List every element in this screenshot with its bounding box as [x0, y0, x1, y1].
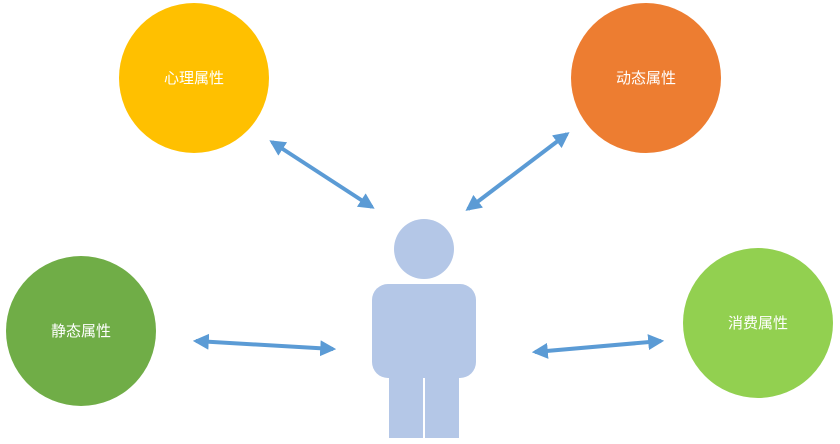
- node-dynamic-circle: [571, 3, 721, 153]
- node-consumption-label: 消费属性: [728, 314, 788, 332]
- node-static: 静态属性: [6, 256, 156, 406]
- node-psychological: 心理属性: [119, 3, 269, 153]
- node-psychological-circle: [119, 3, 269, 153]
- node-psychological-label: 心理属性: [164, 69, 224, 87]
- node-static-label: 静态属性: [51, 322, 111, 340]
- person-right-leg: [425, 360, 459, 438]
- person-left-leg: [389, 360, 423, 438]
- node-consumption: 消费属性: [683, 248, 833, 398]
- person-icon: [372, 219, 476, 438]
- arrow-dynamic: [465, 132, 570, 211]
- node-static-circle: [6, 256, 156, 406]
- person-torso: [372, 284, 476, 378]
- arrow-static: [192, 333, 337, 357]
- node-dynamic-label: 动态属性: [616, 69, 676, 87]
- person-head: [394, 219, 454, 279]
- node-dynamic: 动态属性: [571, 3, 721, 153]
- arrow-psychological: [269, 140, 375, 209]
- node-consumption-circle: [683, 248, 833, 398]
- arrow-consumption: [531, 334, 665, 359]
